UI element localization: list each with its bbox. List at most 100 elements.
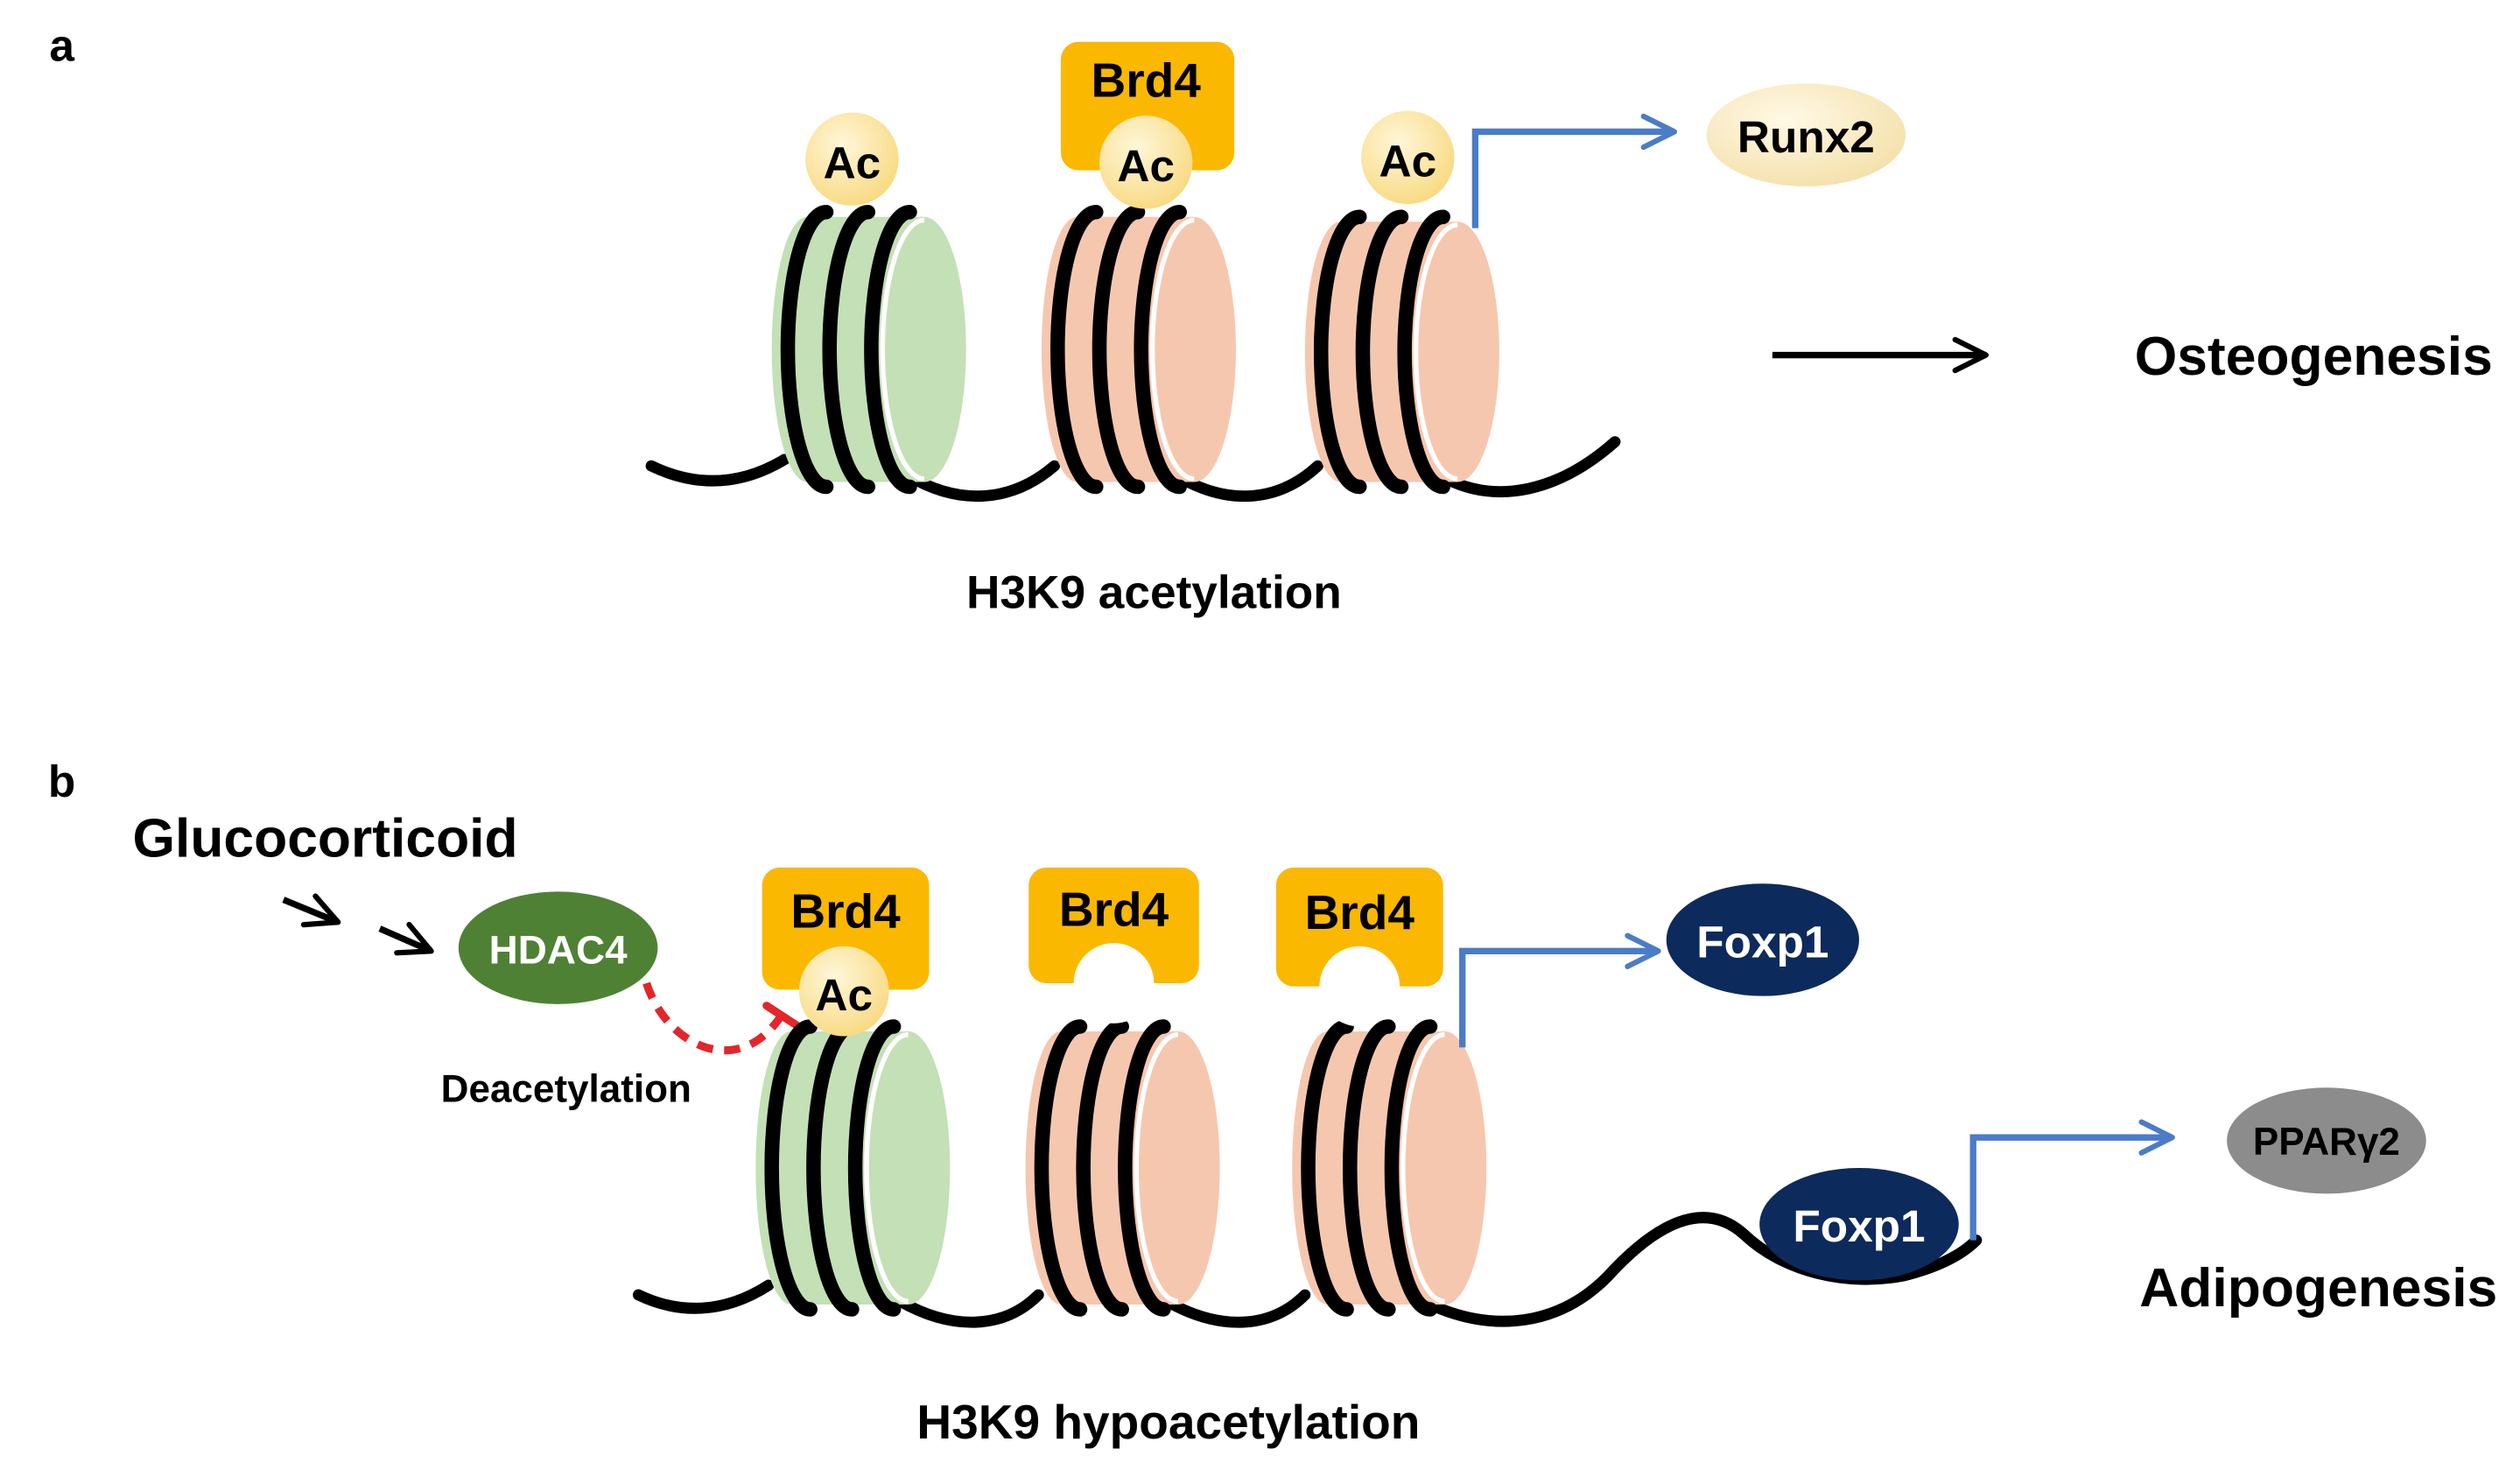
pparg2-ellipse xyxy=(2227,1087,2426,1194)
deacetylation-inhibition xyxy=(642,981,801,1055)
transcription-arrow-runx2 xyxy=(1471,113,1678,229)
linker-dna-segment xyxy=(1424,1212,1983,1327)
dna-wrap xyxy=(1076,1019,1129,1317)
brd4-label: Brd4 xyxy=(1305,885,1415,939)
acetyl-label: Ac xyxy=(1117,140,1175,191)
adipogenesis-label: Adipogenesis xyxy=(2139,1258,2497,1319)
empty-binding-pocket xyxy=(1319,946,1400,1027)
brd4-box xyxy=(1028,867,1199,984)
dna-wrap xyxy=(847,1019,902,1317)
panel-b: b Glucocorticoid HDAC4 Deacetylation Brd… xyxy=(48,756,2497,1449)
deacetylation-label: Deacetylation xyxy=(441,1068,691,1111)
hdac4-ellipse xyxy=(458,891,658,1004)
foxp1-ellipse xyxy=(1666,883,1859,996)
histone-face-outline xyxy=(1134,1031,1179,1305)
transcription-arrow-pparg2 xyxy=(1969,1119,2175,1241)
panel-a: a Ac Brd4 Ac Ac Runx2 xyxy=(49,19,2492,618)
dna-wrap xyxy=(1301,1019,1354,1317)
dna-wrap xyxy=(1384,1019,1438,1317)
dna-wrap xyxy=(822,204,876,495)
histone-core-front-face xyxy=(1136,1031,1220,1305)
histone-core-front-face xyxy=(1415,222,1499,482)
glucocorticoid-label: Glucocorticoid xyxy=(132,808,517,869)
linker-dna-segment xyxy=(645,454,790,487)
brd4-reader-b1: Brd4 xyxy=(762,867,930,990)
dna-wrap xyxy=(1397,209,1450,495)
histone-core-front-face xyxy=(866,1031,951,1305)
runx2-node: Runx2 xyxy=(1706,83,1906,186)
panel-a-label: a xyxy=(49,19,74,70)
acetyl-circle xyxy=(1099,116,1193,209)
acetyl-label: Ac xyxy=(1379,135,1436,186)
runx2-label: Runx2 xyxy=(1737,111,1875,162)
dna-wrap xyxy=(1118,1019,1171,1317)
dna-wrap xyxy=(1343,1019,1396,1317)
acetyl-mark-1: Ac xyxy=(805,112,899,206)
brd4-box xyxy=(1060,41,1235,171)
histone-face-outline xyxy=(1149,217,1195,482)
nucleosomes-a xyxy=(771,204,1499,495)
dna-wrap xyxy=(806,1019,860,1317)
nucleosome-hypoacetylated-2 xyxy=(1025,1019,1220,1317)
linker-dna-segment xyxy=(1170,460,1323,502)
acetyl-mark-2: Ac xyxy=(1099,116,1193,209)
brd4-reader-b3: Brd4 xyxy=(1275,867,1443,1027)
brd4-box xyxy=(762,867,930,990)
foxp1-label: Foxp1 xyxy=(1696,916,1829,967)
brd4-reader-a: Brd4 xyxy=(1060,41,1235,171)
linker-dna-segment xyxy=(902,460,1061,502)
runx2-ellipse xyxy=(1706,83,1906,186)
foxp1-bound-node: Foxp1 xyxy=(1759,1168,1959,1281)
panel-b-caption: H3K9 hypoacetylation xyxy=(916,1395,1420,1449)
linker-dna-segment xyxy=(895,1289,1044,1328)
pparg2-label: PPARγ2 xyxy=(2253,1121,2400,1164)
stimulus-arrow-1 xyxy=(282,893,341,928)
histone-face-outline xyxy=(1413,222,1458,482)
acetyl-circle xyxy=(798,946,889,1037)
nucleosome-hypoacetylated-1 xyxy=(755,1019,951,1317)
dna-wrap xyxy=(1313,209,1367,495)
osteogenesis-label: Osteogenesis xyxy=(2135,327,2493,387)
histone-core-front-face xyxy=(882,216,966,482)
nucleosomes-b xyxy=(755,1019,1487,1317)
foxp1-bound-label: Foxp1 xyxy=(1793,1200,1925,1251)
dna-wrap xyxy=(1092,204,1146,495)
histone-core-front-face xyxy=(1152,216,1236,482)
foxp1-node: Foxp1 xyxy=(1666,883,1859,996)
nucleosome-acetylated-3 xyxy=(1304,209,1499,495)
brd4-label: Brd4 xyxy=(1059,883,1169,937)
histone-core-front-face xyxy=(1402,1031,1487,1305)
dna-wrap xyxy=(1050,204,1104,495)
pparg2-node: PPARγ2 xyxy=(2227,1087,2426,1194)
brd4-label: Brd4 xyxy=(790,883,901,938)
nucleosome-acetylated-2 xyxy=(1041,204,1236,495)
brd4-reader-b2: Brd4 xyxy=(1028,867,1199,1023)
acetyl-mark-3: Ac xyxy=(1361,110,1455,205)
histone-face-outline xyxy=(880,217,925,482)
dna-wrap xyxy=(764,1019,818,1317)
linker-dna-segment xyxy=(1440,436,1621,497)
acetyl-circle xyxy=(805,112,899,206)
hdac4-label: HDAC4 xyxy=(489,926,628,972)
histone-face-outline xyxy=(864,1031,909,1305)
transcription-arrow-foxp1 xyxy=(1459,932,1661,1048)
foxp1-bound-ellipse xyxy=(1759,1168,1959,1281)
brd4-label: Brd4 xyxy=(1092,53,1202,108)
brd4-box xyxy=(1275,867,1443,987)
linker-dna-segment xyxy=(1161,1289,1311,1328)
inhibition-bar xyxy=(762,1002,801,1030)
dna-wrap xyxy=(1034,1019,1088,1317)
panel-b-label: b xyxy=(48,756,75,806)
linker-dna-a xyxy=(645,436,1621,502)
panel-a-caption: H3K9 acetylation xyxy=(966,567,1342,619)
empty-binding-pocket xyxy=(1073,943,1155,1023)
nucleosome-hypoacetylated-3 xyxy=(1292,1019,1487,1317)
histone-face-outline xyxy=(1400,1031,1445,1305)
linker-dna-b xyxy=(632,1212,1983,1328)
hdac4-node: HDAC4 xyxy=(458,891,658,1004)
stimulus-arrow-2 xyxy=(378,921,434,956)
inhibition-dashed-line xyxy=(642,981,785,1055)
acetyl-label: Ac xyxy=(824,137,881,187)
acetyl-label: Ac xyxy=(815,969,873,1020)
